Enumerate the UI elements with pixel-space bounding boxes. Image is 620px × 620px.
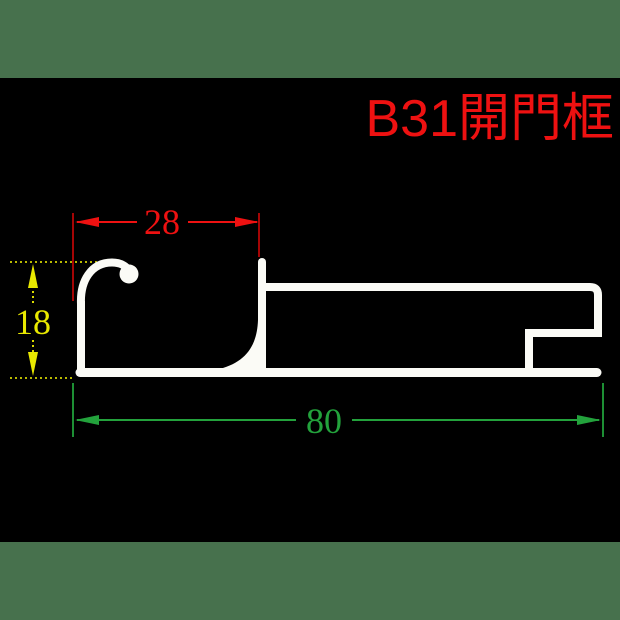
profile-outline — [75, 258, 602, 377]
profile-hook-ball — [119, 264, 139, 284]
dim-28-arrow-right — [235, 217, 259, 227]
profile-flange-and-notch — [262, 283, 602, 369]
profile-fillet — [220, 320, 258, 369]
dim-18-label: 18 — [15, 302, 51, 342]
drawing-canvas — [0, 78, 620, 542]
dim-18-arrow-down — [28, 352, 38, 376]
dim-80-label: 80 — [306, 401, 342, 441]
dimension-left-18: 18 — [10, 261, 116, 379]
dim-28-arrow-left — [75, 217, 99, 227]
dimension-bottom-80: 80 — [72, 383, 604, 441]
dimension-top-28: 28 — [72, 202, 260, 301]
diagram-title: B31開門框 — [365, 90, 614, 148]
dim-18-arrow-up — [28, 264, 38, 288]
dim-28-label: 28 — [144, 202, 180, 242]
dim-80-arrow-right — [577, 415, 601, 425]
dim-80-arrow-left — [75, 415, 99, 425]
